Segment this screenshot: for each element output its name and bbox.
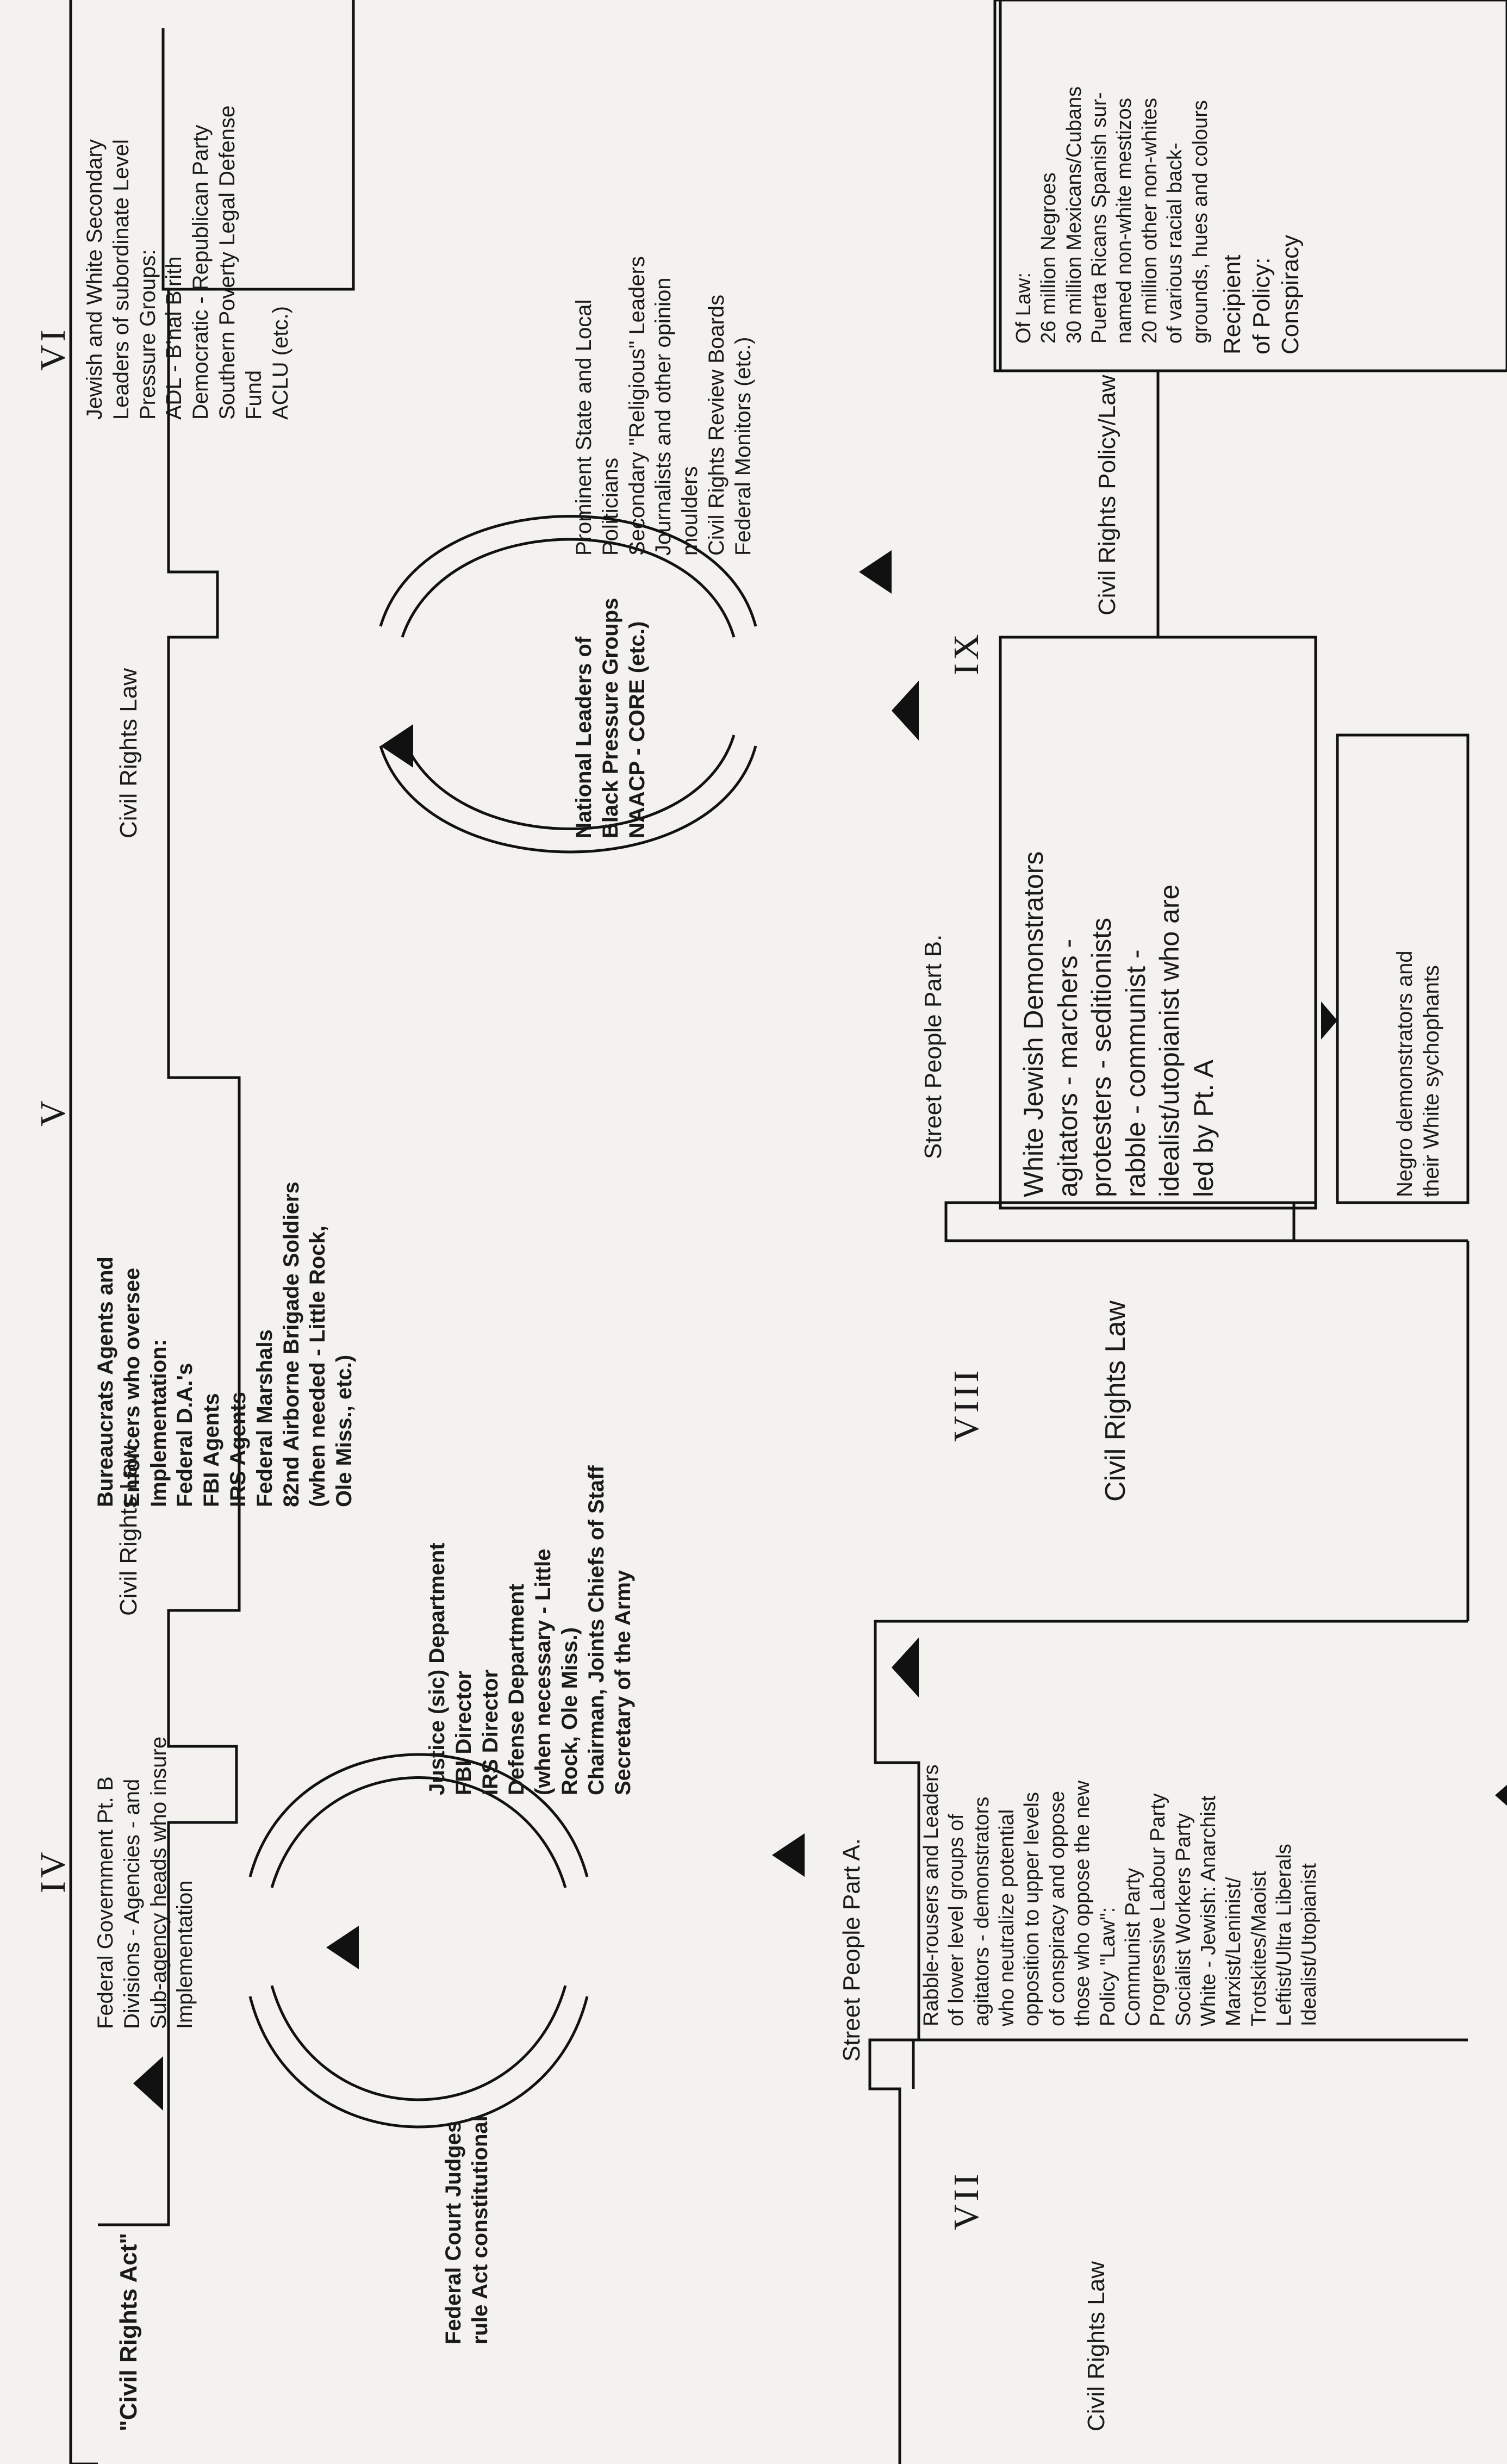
roman-ix: IX <box>946 631 986 675</box>
right-circle-inner <box>401 538 736 830</box>
federal-gov-text: Federal Government Pt. B Divisions - Age… <box>94 1736 197 2029</box>
right-circle <box>379 515 757 854</box>
national-leaders-text: National Leaders of Black Pressure Group… <box>572 598 649 838</box>
circle-arrow-4 <box>859 550 892 594</box>
prominent-text: Prominent State and Local Politicians Se… <box>572 256 755 556</box>
rabble-text: Rabble-rousers and Leaders of lower leve… <box>920 1764 1321 2026</box>
arrow-bottom-left <box>1495 1776 1507 1814</box>
negro-text: Negro demonstrators and their White sych… <box>1393 950 1443 1197</box>
civil-rights-act-label: "Civil Rights Act" <box>115 2232 142 2431</box>
roman-iv: IV <box>33 1849 73 1893</box>
circle-arrow-1 <box>326 1926 359 1969</box>
viii-box <box>944 1201 1296 1242</box>
white-jewish-box <box>999 636 1317 1210</box>
roman-vi: VI <box>33 326 73 371</box>
arrow-iv <box>133 2056 163 2111</box>
arrow-negro <box>1321 1001 1337 1040</box>
street-part-a: Street People Part A. <box>838 1838 865 2062</box>
circle-arrow-3 <box>381 724 413 768</box>
negro-box <box>1336 733 1469 1204</box>
arrow-vii <box>892 1638 919 1697</box>
federal-court-text: Federal Court Judges rule Act constituti… <box>441 2115 492 2344</box>
top-band-outline <box>69 0 241 2464</box>
street-part-b: Street People Part B. <box>920 934 946 1159</box>
vii-box <box>912 2038 1468 2089</box>
civil-rights-law-3: Civil Rights Law <box>1083 2261 1110 2431</box>
left-circle-inner <box>270 1776 567 2101</box>
civil-rights-policy-law: Civil Rights Policy/Law <box>1094 375 1120 615</box>
bureaucrats-text: Bureaucrats Agents and Enforcers who ove… <box>94 1181 357 1507</box>
circle-arrow-2 <box>772 1833 805 1877</box>
left-circle <box>248 1753 589 2129</box>
arrow-ix <box>892 681 919 741</box>
civil-rights-law-2: Civil Rights Law <box>115 668 142 838</box>
white-jewish-text: White Jewish Demonstrators agitators - m… <box>1018 851 1219 1197</box>
jewish-white-text: Jewish and White Secondary Leaders of su… <box>83 105 292 420</box>
justice-text: Justice (sic) Department FBI Director IR… <box>425 1465 635 1795</box>
civil-rights-law-4: Civil Rights Law <box>1100 1301 1131 1502</box>
roman-viii: VIII <box>946 1367 986 1442</box>
roman-v: V <box>33 1097 73 1127</box>
roman-vii: VII <box>946 2170 986 2230</box>
recipient-text: Recipient of Policy: Conspiracy <box>1219 234 1304 354</box>
of-law-text: Of Law: 26 million Negroes 30 million Me… <box>1012 86 1212 344</box>
